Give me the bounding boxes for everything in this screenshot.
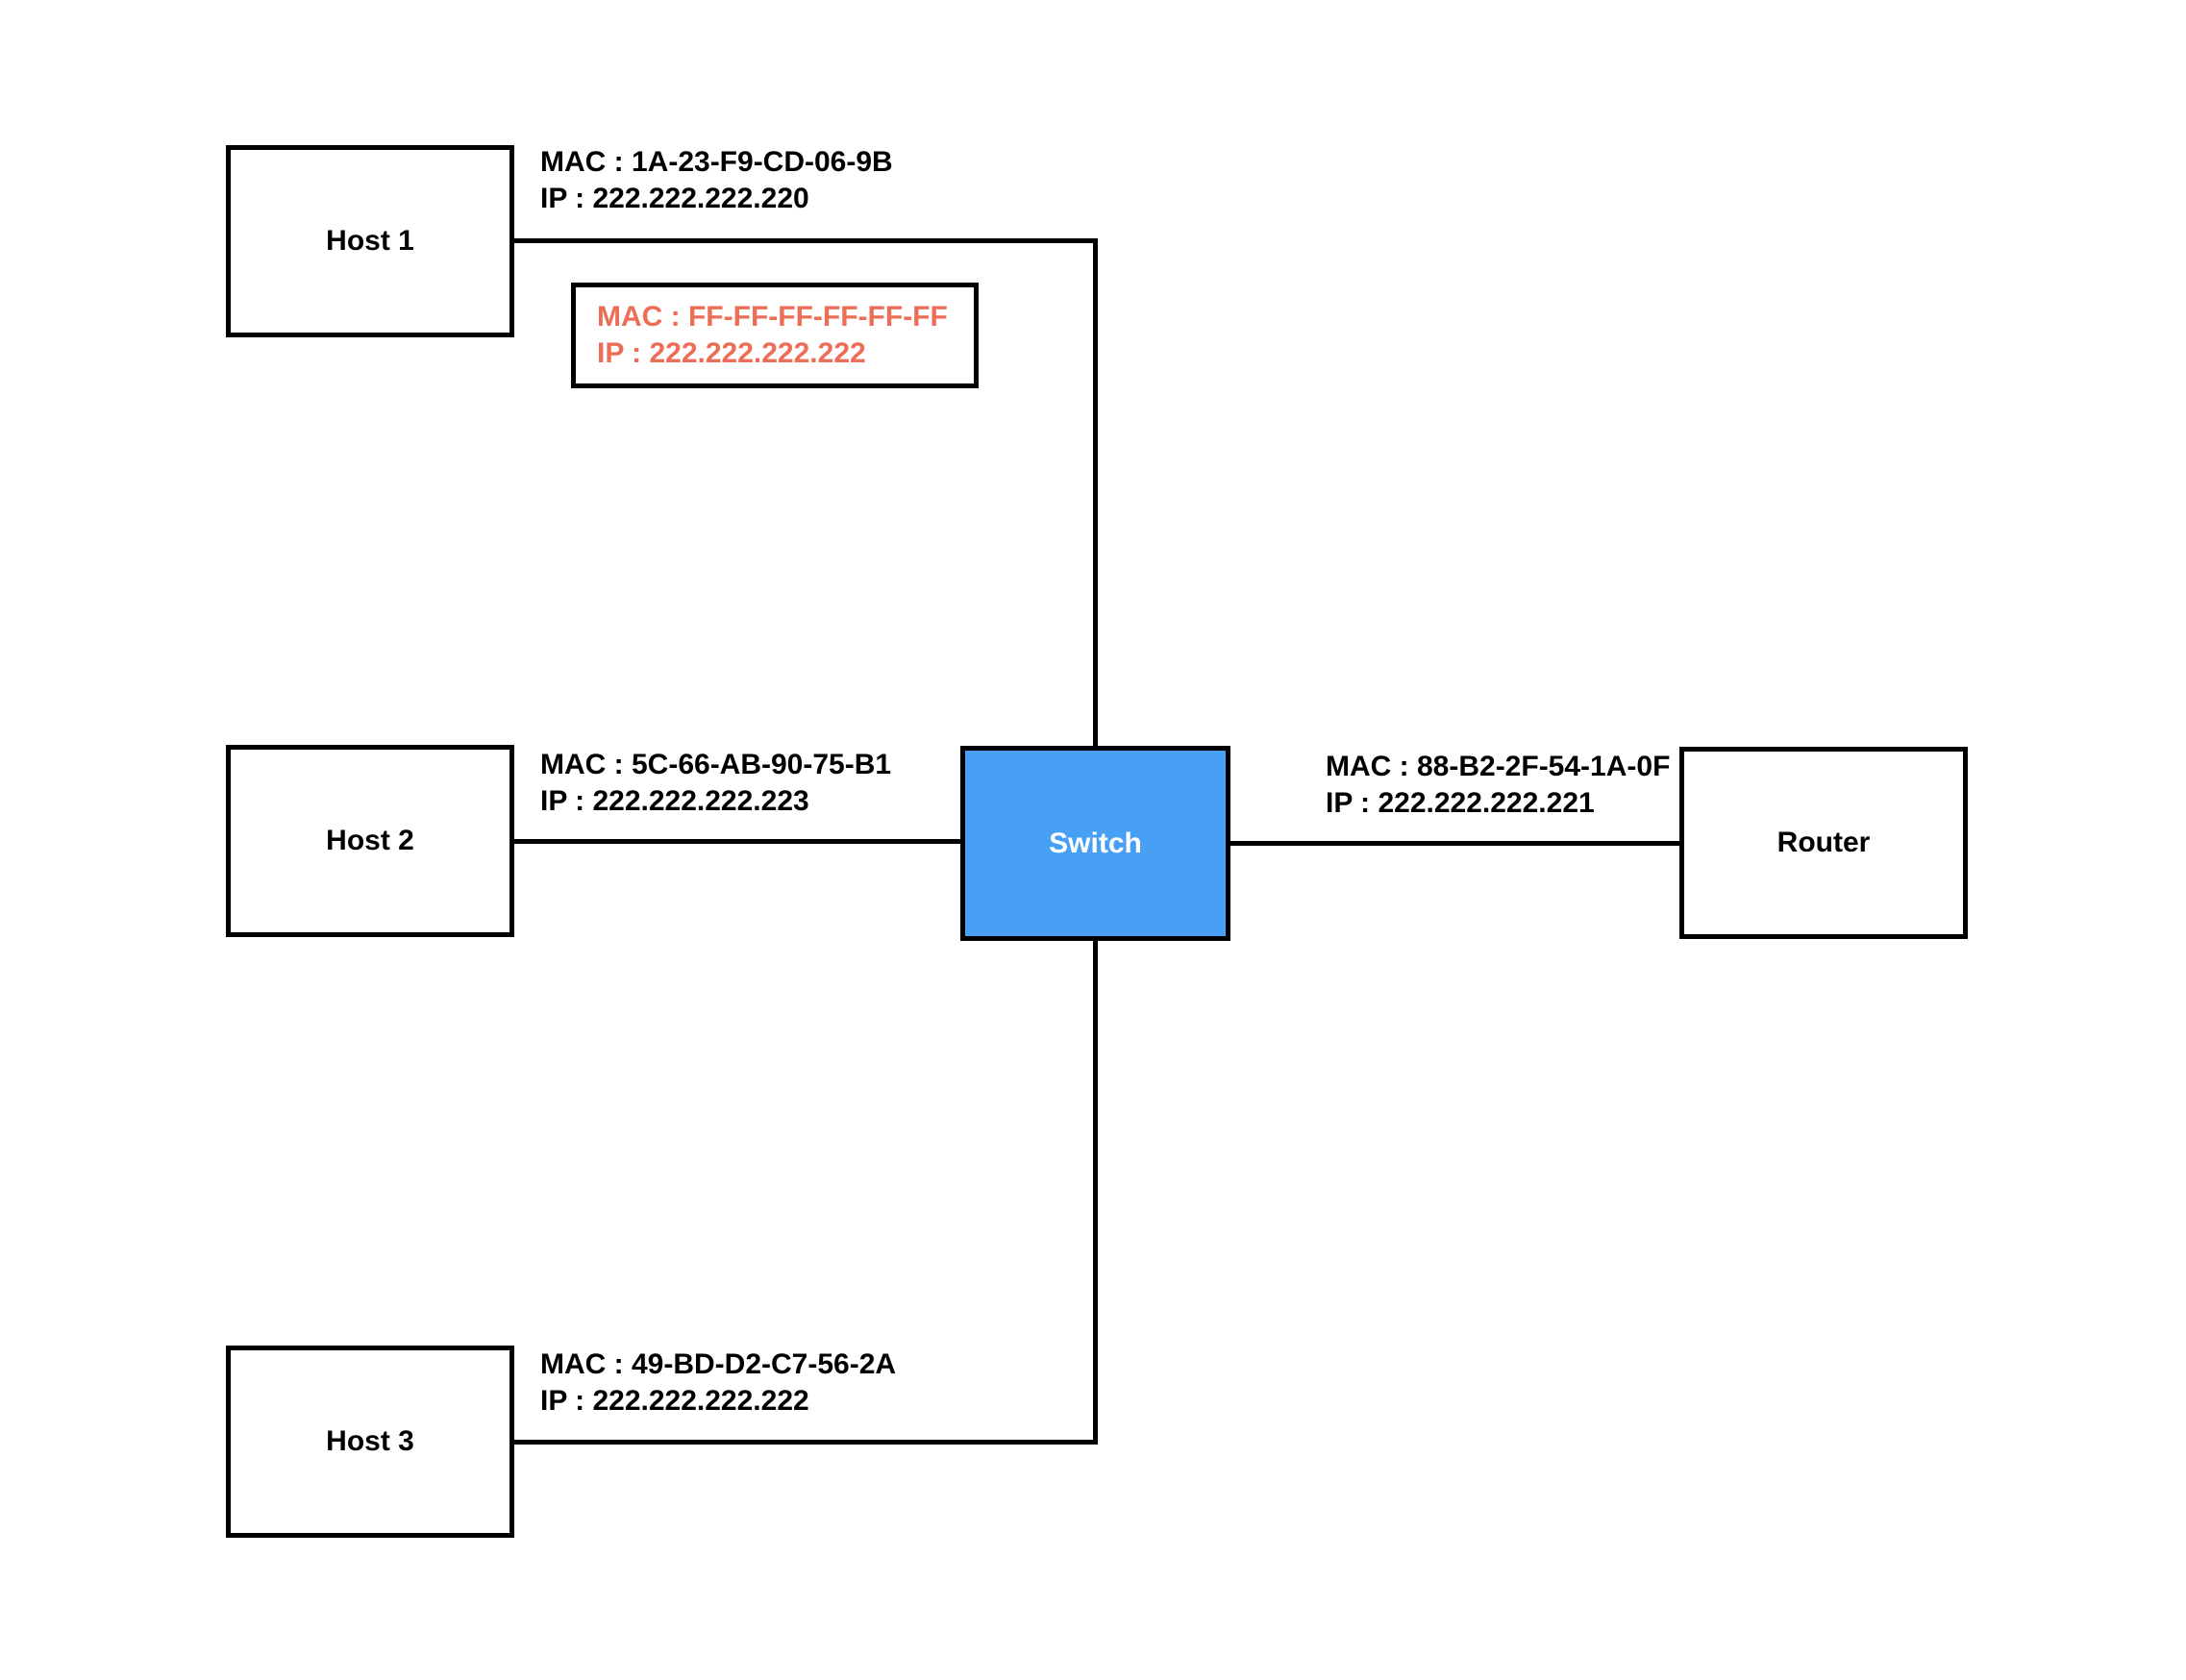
host2-ip-label: IP : 222.222.222.223 [540,785,809,817]
router-mac-label: MAC : 88-B2-2F-54-1A-0F [1326,751,1671,782]
node-host1-label: Host 1 [326,225,414,257]
node-router: Router [1679,747,1968,939]
link-host2-switch [514,839,960,844]
node-host2: Host 2 [226,745,514,937]
host1-address-labels: MAC : 1A-23-F9-CD-06-9B IP : 222.222.222… [540,144,893,217]
host3-ip-label: IP : 222.222.222.222 [540,1385,809,1417]
router-address-labels: MAC : 88-B2-2F-54-1A-0F IP : 222.222.222… [1326,749,1670,822]
node-host2-label: Host 2 [326,825,414,856]
broadcast-mac-label: MAC : FF-FF-FF-FF-FF-FF [597,301,948,333]
node-switch-label: Switch [1049,827,1142,859]
broadcast-ip-label: IP : 222.222.222.222 [597,337,866,369]
host3-address-labels: MAC : 49-BD-D2-C7-56-2A IP : 222.222.222… [540,1346,896,1420]
broadcast-frame-box: MAC : FF-FF-FF-FF-FF-FF IP : 222.222.222… [571,283,979,388]
host3-mac-label: MAC : 49-BD-D2-C7-56-2A [540,1348,897,1380]
node-host3-label: Host 3 [326,1425,414,1457]
link-switch-host3-horizontal [514,1440,1098,1445]
node-host1: Host 1 [226,145,514,337]
link-host1-switch-horizontal [514,238,1098,243]
link-switch-host3-vertical [1093,941,1098,1445]
router-ip-label: IP : 222.222.222.221 [1326,787,1595,819]
link-switch-router [1230,841,1679,846]
host2-address-labels: MAC : 5C-66-AB-90-75-B1 IP : 222.222.222… [540,747,891,820]
host1-mac-label: MAC : 1A-23-F9-CD-06-9B [540,146,893,178]
node-switch: Switch [960,746,1230,941]
host1-ip-label: IP : 222.222.222.220 [540,183,809,214]
host2-mac-label: MAC : 5C-66-AB-90-75-B1 [540,749,892,780]
link-host1-switch-vertical [1093,238,1098,746]
node-host3: Host 3 [226,1346,514,1538]
node-router-label: Router [1776,827,1871,858]
